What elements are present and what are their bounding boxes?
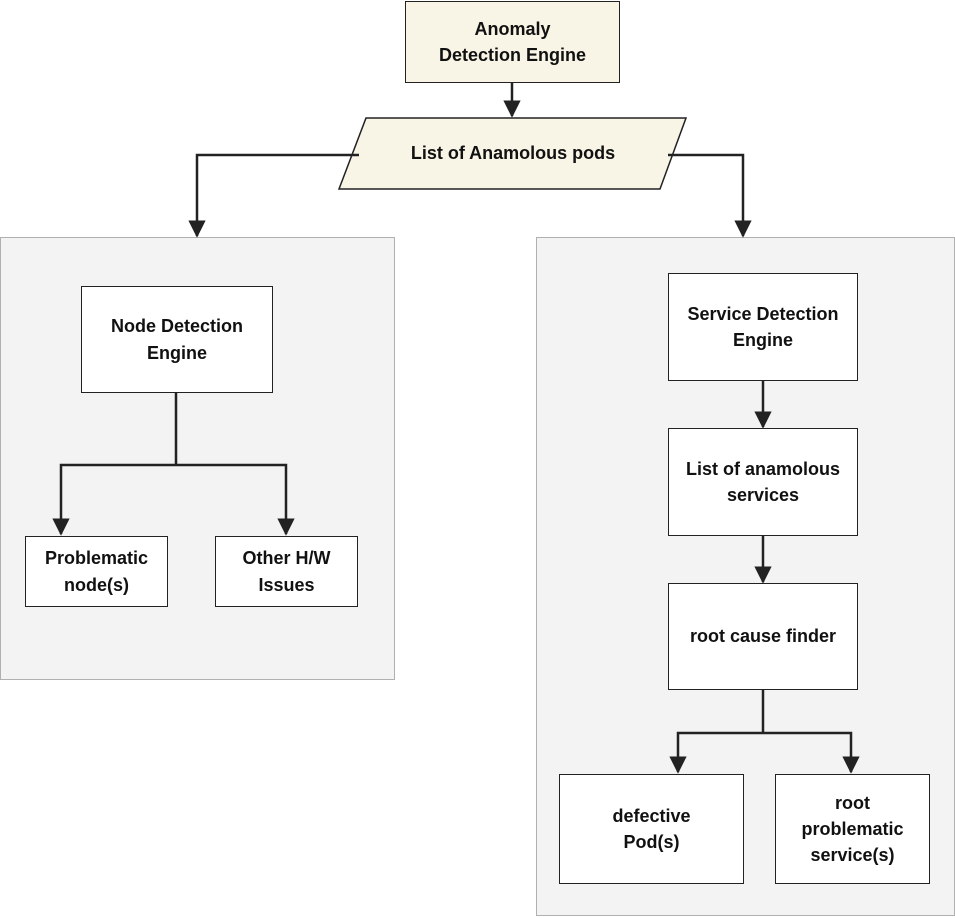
hw-issues-node: Other H/W Issues (215, 536, 358, 607)
service-detection-engine-node: Service Detection Engine (668, 273, 858, 381)
defective-pods-label: defective Pod(s) (612, 805, 691, 852)
anomalous-pods-shape (337, 117, 688, 190)
service-detection-engine-label: Service Detection Engine (687, 303, 839, 350)
root-cause-finder-label: root cause finder (689, 626, 837, 647)
root-cause-finder-node: root cause finder (668, 583, 858, 690)
root-problematic-services-label: root problematic service(s) (801, 792, 904, 866)
defective-pods-node: defective Pod(s) (559, 774, 744, 884)
hw-issues-label: Other H/W Issues (242, 548, 331, 595)
edge-root-cause-to-services (763, 731, 860, 774)
node-detection-engine-node: Node Detection Engine (81, 286, 273, 393)
edge-root-cause-to-defective (669, 731, 763, 774)
anomalous-services-node: List of anamolous services (668, 428, 858, 536)
edge-node-engine-to-problematic (52, 463, 176, 536)
problematic-nodes-node: Problematic node(s) (25, 536, 168, 607)
anomaly-detection-engine-node: Anomaly Detection Engine (405, 1, 620, 83)
anomalous-services-label: List of anamolous services (685, 458, 840, 505)
root-problematic-services-node: root problematic service(s) (775, 774, 930, 884)
anomaly-detection-engine-label: Anomaly Detection Engine (438, 18, 586, 65)
anomalous-pods-label: List of Anamolous pods (410, 143, 616, 164)
node-detection-engine-label: Node Detection Engine (110, 316, 243, 363)
edge-node-engine-to-hw (176, 463, 295, 536)
anomalous-pods-node: List of Anamolous pods (366, 118, 660, 189)
edge-pods-to-node-panel (188, 153, 359, 238)
edge-pods-to-service-panel (668, 153, 752, 238)
problematic-nodes-label: Problematic node(s) (44, 548, 149, 595)
